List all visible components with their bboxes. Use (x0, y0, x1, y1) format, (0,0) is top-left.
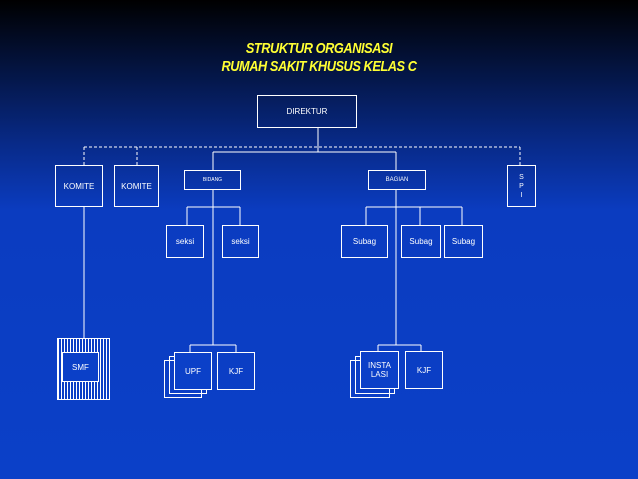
chart-title-line1: STRUKTUR ORGANISASI (245, 40, 393, 57)
node-kjf-1: KJF (217, 352, 255, 390)
node-subag-2: Subag (401, 225, 441, 258)
node-spi: S P I (507, 165, 536, 207)
chart-title-line2: RUMAH SAKIT KHUSUS KELAS C (221, 58, 417, 75)
node-instalasi: INSTA LASI (360, 351, 399, 389)
node-bidang: BIDANG (184, 170, 241, 190)
node-seksi-2: seksi (222, 225, 259, 258)
node-subag-1: Subag (341, 225, 388, 258)
node-komite-1: KOMITE (55, 165, 103, 207)
node-direktur: DIREKTUR (257, 95, 357, 128)
node-kjf-2: KJF (405, 351, 443, 389)
node-seksi-1: seksi (166, 225, 204, 258)
node-smf: SMF (62, 352, 99, 382)
node-upf: UPF (174, 352, 212, 390)
node-subag-3: Subag (444, 225, 483, 258)
node-komite-2: KOMITE (114, 165, 159, 207)
node-bagian: BAGIAN (368, 170, 426, 190)
